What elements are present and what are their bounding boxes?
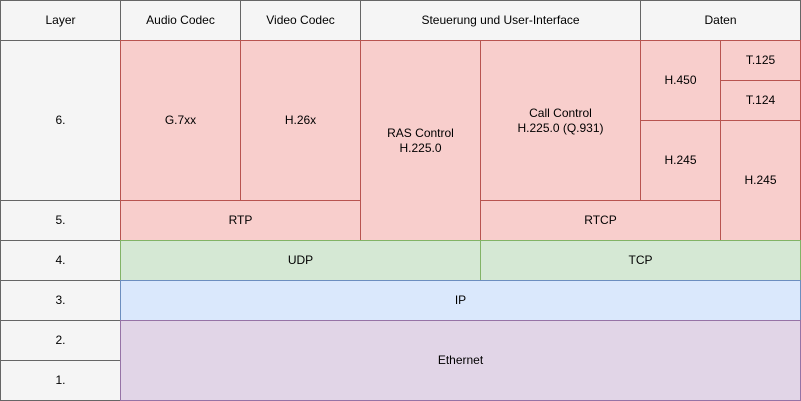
header-video-codec: Video Codec — [240, 0, 361, 41]
layer-6-label: 6. — [0, 40, 121, 201]
call-control-box: Call Control H.225.0 (Q.931) — [480, 40, 641, 201]
ras-control-box: RAS Control H.225.0 — [360, 40, 481, 241]
header-data: Daten — [640, 0, 801, 41]
layer-5-label: 5. — [0, 200, 121, 241]
ethernet-box: Ethernet — [120, 320, 801, 401]
header-audio-codec: Audio Codec — [120, 0, 241, 41]
h26x-box: H.26x — [240, 40, 361, 201]
layer-4-label: 4. — [0, 240, 121, 281]
rtp-box: RTP — [120, 200, 361, 241]
tcp-box: TCP — [480, 240, 801, 281]
layer-2-label: 2. — [0, 320, 121, 361]
h245-box-left: H.245 — [640, 120, 721, 201]
h450-box: H.450 — [640, 40, 721, 121]
h245-box-right: H.245 — [720, 120, 801, 241]
rtcp-box: RTCP — [480, 200, 721, 241]
udp-box: UDP — [120, 240, 481, 281]
layer-3-label: 3. — [0, 280, 121, 321]
ip-box: IP — [120, 280, 801, 321]
layer-1-label: 1. — [0, 360, 121, 401]
t124-box: T.124 — [720, 80, 801, 121]
t125-box: T.125 — [720, 40, 801, 81]
g7xx-box: G.7xx — [120, 40, 241, 201]
header-control: Steuerung und User-Interface — [360, 0, 641, 41]
header-layer: Layer — [0, 0, 121, 41]
